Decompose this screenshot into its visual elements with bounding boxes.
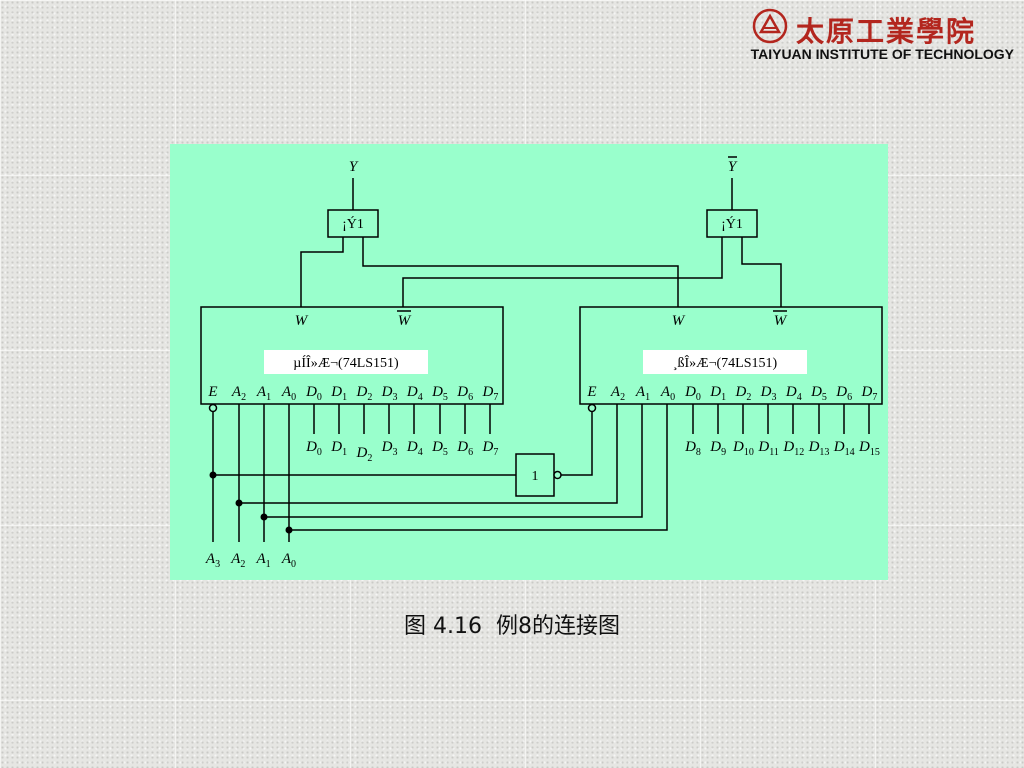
mux-left-address-pin: A1: [256, 384, 271, 403]
mux-right-input-label: D14: [833, 439, 855, 458]
mux-left-data-pin: D4: [406, 384, 423, 403]
mux-left-input-label: D1: [330, 439, 347, 458]
mux-right-data-pin: D7: [860, 384, 877, 403]
mux-right-input-label: D12: [782, 439, 804, 458]
mux-right-input-label: D9: [709, 439, 726, 458]
figure-caption: 图 4.16 例8的连接图: [404, 614, 620, 639]
mux-left-input-label: D3: [381, 439, 398, 458]
output-y-bar-label: Y: [728, 159, 738, 175]
mux-right-input-label: D13: [808, 439, 830, 458]
output-y-label: Y: [349, 159, 359, 175]
mux-left-data-pin: D3: [381, 384, 398, 403]
system-address-input: A0: [281, 551, 296, 570]
institute-english-name: TAIYUAN INSTITUTE OF TECHNOLOGY: [750, 46, 1014, 62]
mux-left-data-pin: D5: [431, 384, 448, 403]
circuit-diagram: Y Y ¡Ý1 ¡Ý1 W W W W µÍÎ»Æ¬(74LS151) ¸ßÎ»…: [170, 144, 888, 580]
system-address-input: A2: [230, 551, 245, 570]
mux-right-enable-pin: E: [586, 384, 596, 400]
mux-right-address-pin: A0: [660, 384, 675, 403]
mux-left-data-pin: D2: [355, 384, 372, 403]
mux-right-data-pin: D5: [810, 384, 827, 403]
mux-right-data-pin: D2: [734, 384, 751, 403]
mux-right-w-bar-pin: W: [774, 313, 788, 329]
mux-right-w-pin: W: [672, 313, 686, 329]
mux-left-data-pin: D0: [305, 384, 322, 403]
mux-right-input-label: D15: [858, 439, 880, 458]
mux-left-enable-pin: E: [207, 384, 217, 400]
institute-seal-icon: [752, 8, 788, 44]
mux-left-input-label: D4: [406, 439, 423, 458]
mux-right-input-label: D10: [732, 439, 754, 458]
mux-right-data-pin: D3: [760, 384, 777, 403]
or-gate-right: [706, 209, 758, 238]
mux-right-data-pin: D6: [835, 384, 852, 403]
mux-left-w-pin: W: [295, 313, 309, 329]
mux-right-data-pin: D0: [684, 384, 701, 403]
mux-left-data-pin: D7: [481, 384, 498, 403]
mux-right-box: [579, 306, 883, 405]
or-gate-left: [327, 209, 379, 238]
or-gate-left-label: ¡Ý1: [342, 215, 364, 232]
mux-left-w-bar-pin: W: [398, 313, 412, 329]
mux-left-data-pin: D6: [456, 384, 473, 403]
mux-left-title: µÍÎ»Æ¬(74LS151): [293, 354, 399, 371]
mux-right-title: ¸ßÎ»Æ¬(74LS151): [673, 354, 778, 371]
institute-logo: 太原工業學院 TAIYUAN INSTITUTE OF TECHNOLOGY: [738, 6, 1014, 66]
mux-right-address-pin: A1: [635, 384, 650, 403]
system-address-input: A1: [256, 551, 271, 570]
mux-left-address-pin: A2: [231, 384, 246, 403]
mux-left-box: [200, 306, 504, 405]
mux-left-input-label: D6: [456, 439, 473, 458]
circuit-svg: Y Y ¡Ý1 ¡Ý1 W W W W µÍÎ»Æ¬(74LS151) ¸ßÎ»…: [200, 156, 883, 570]
mux-right-input-label: D11: [757, 439, 778, 458]
institute-chinese-name: 太原工業學院: [796, 15, 977, 48]
system-address-input: A3: [205, 551, 220, 570]
mux-left-input-label: D2: [355, 445, 372, 464]
mux-left-address-pin: A0: [281, 384, 296, 403]
not-gate-label: 1: [532, 469, 539, 484]
mux-left-input-label: D7: [481, 439, 498, 458]
mux-right-input-label: D8: [684, 439, 701, 458]
mux-left-data-pin: D1: [330, 384, 347, 403]
mux-right-address-pin: A2: [610, 384, 625, 403]
mux-left-input-label: D5: [431, 439, 448, 458]
mux-right-data-pin: D4: [785, 384, 802, 403]
mux-left-input-label: D0: [305, 439, 322, 458]
or-gate-right-label: ¡Ý1: [721, 215, 743, 232]
mux-right-data-pin: D1: [709, 384, 726, 403]
